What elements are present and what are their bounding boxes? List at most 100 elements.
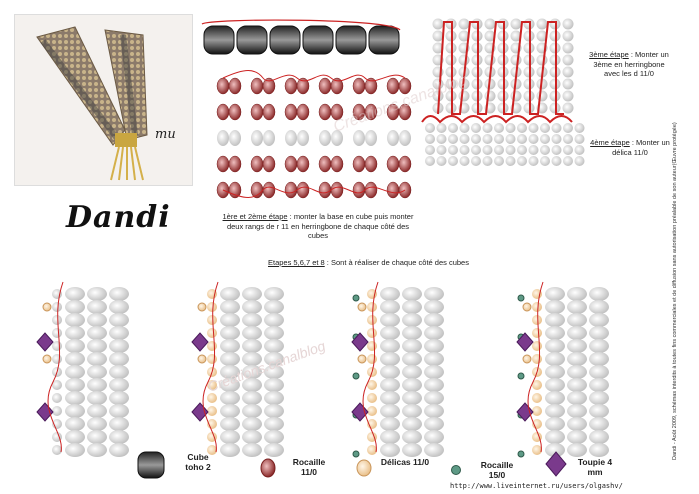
bead: [540, 145, 550, 155]
delica-bead: [367, 406, 377, 416]
bead: [436, 156, 447, 166]
rocaille-bead: [352, 155, 366, 173]
delica-bead: [522, 302, 532, 312]
bead: [264, 287, 284, 301]
photo-signature: mu: [155, 127, 176, 142]
rocaille-11-icon: [260, 458, 276, 478]
rocaille-bead: [330, 155, 344, 173]
bead: [264, 326, 284, 340]
bead: [380, 352, 400, 366]
bead: [264, 430, 284, 444]
bead: [562, 78, 574, 90]
bead: [482, 123, 493, 133]
bead: [242, 378, 262, 392]
delica-bead: [207, 341, 217, 351]
delica-bead: [357, 302, 367, 312]
toupie-bead: [36, 402, 54, 422]
bead: [540, 134, 550, 144]
cube-bead: [236, 25, 268, 55]
rocaille-bead: [318, 77, 332, 95]
toupie-icon: [545, 451, 567, 477]
bracelet-illustration: [36, 26, 148, 181]
rocaille-bead: [216, 155, 230, 173]
rocaille-bead: [318, 103, 332, 121]
bead: [589, 300, 609, 314]
delica-bead: [532, 445, 542, 455]
cube-bead: [203, 25, 235, 55]
bead: [589, 339, 609, 353]
bead: [562, 18, 574, 30]
step3-body: : Monter un 3ème en herringbone avec les…: [593, 50, 669, 78]
delica-bead: [367, 393, 377, 403]
cube-bead: [399, 130, 411, 146]
rocaille-bead: [250, 155, 264, 173]
delica-bead: [367, 315, 377, 325]
bead: [567, 339, 587, 353]
delica-bead: [207, 315, 217, 325]
source-url: http://www.liveinternet.ru/users/olgashv…: [450, 482, 623, 490]
bead: [563, 123, 573, 133]
bead: [402, 365, 422, 379]
bead: [510, 30, 522, 42]
bead: [87, 391, 107, 405]
bead: [458, 30, 470, 42]
step4-delica-diagram: [421, 115, 585, 166]
bead: [458, 90, 470, 102]
bead: [567, 391, 587, 405]
bead: [458, 18, 470, 30]
bead: [109, 417, 129, 431]
delica-bead: [532, 315, 542, 325]
bead: [540, 123, 550, 133]
bead: [574, 145, 585, 155]
delica-bead: [532, 328, 542, 338]
bead: [380, 378, 400, 392]
cube-bead: [335, 25, 367, 55]
rocaille-bead: [228, 77, 242, 95]
bead: [424, 352, 444, 366]
delica-bead: [207, 406, 217, 416]
rocaille-bead: [284, 77, 298, 95]
bead: [87, 339, 107, 353]
bead: [589, 365, 609, 379]
rocaille-bead: [228, 155, 242, 173]
bead: [402, 352, 422, 366]
bead: [545, 391, 565, 405]
rocaille-bead: [284, 155, 298, 173]
bead: [484, 54, 496, 66]
bead: [109, 365, 129, 379]
bead: [109, 287, 129, 301]
bead: [65, 378, 85, 392]
step5678-label: Etapes 5,6,7 et 8: [268, 258, 325, 267]
bead: [109, 430, 129, 444]
bead: [551, 134, 562, 144]
bead: [432, 18, 444, 30]
delica-bead: [207, 445, 217, 455]
bead: [220, 300, 240, 314]
bead: [459, 145, 470, 155]
bead: [380, 430, 400, 444]
bead: [424, 417, 444, 431]
rocaille-bead: [216, 77, 230, 95]
bead: [220, 378, 240, 392]
bead: [87, 352, 107, 366]
rocaille-15-bead: [352, 294, 360, 302]
bead: [424, 313, 444, 327]
cube-bead: [251, 130, 263, 146]
bead: [87, 417, 107, 431]
bead: [540, 156, 550, 166]
bead: [528, 156, 539, 166]
toupie-bead: [191, 332, 209, 352]
bead: [380, 391, 400, 405]
bead: [424, 287, 444, 301]
cube-bead: [319, 130, 331, 146]
bead: [448, 134, 458, 144]
toupie-bead: [516, 332, 534, 352]
bead: [87, 313, 107, 327]
bead: [589, 391, 609, 405]
rocaille-bead: [364, 77, 378, 95]
step5678-body: : Sont à réaliser de chaque côté des cub…: [324, 258, 469, 267]
rocaille-15-icon: [451, 465, 461, 475]
bead: [471, 134, 481, 144]
rocaille-15-bead: [517, 450, 525, 458]
bead: [567, 300, 587, 314]
